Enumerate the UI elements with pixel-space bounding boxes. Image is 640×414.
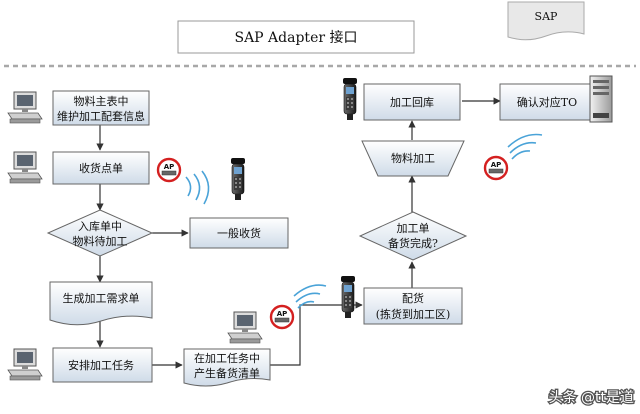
picking-box (363, 287, 463, 325)
access-point-icon: AP (269, 304, 295, 330)
picking-line1: 配货 (402, 291, 424, 305)
computer-icon (7, 151, 43, 184)
maintain-master-line2: 维护加工配套信息 (57, 109, 145, 123)
access-point-icon: AP (483, 155, 509, 181)
picking-line2: (拣货到加工区) (376, 307, 451, 321)
general-receipt-label: 一般收货 (217, 226, 261, 240)
generate-request-doc (49, 281, 153, 326)
wireless-waves (185, 133, 543, 309)
return-warehouse-box (363, 83, 461, 121)
material-processing-shape (361, 140, 465, 177)
decision-ready-line1: 加工单 (397, 222, 430, 235)
computer-icon (7, 91, 43, 124)
decision-processing-line2: 物料待加工 (73, 234, 128, 248)
server-icon (589, 75, 613, 123)
access-point-icon: AP (156, 157, 182, 183)
general-receipt-box (189, 217, 289, 249)
scanner-icon (340, 275, 356, 319)
scanner-icon (230, 157, 246, 201)
ap-label: AP (491, 161, 502, 169)
pick-list-doc (183, 348, 271, 387)
generate-request-label: 生成加工需求单 (63, 291, 140, 305)
header-title: SAP Adapter 接口 (234, 29, 357, 46)
ap-label: AP (277, 310, 288, 318)
schedule-task-box (52, 347, 153, 383)
computer-icon (7, 348, 43, 381)
receive-count-label: 收货点单 (79, 161, 123, 175)
left-connectors (96, 125, 363, 369)
pick-list-line1: 在加工任务中 (194, 352, 260, 365)
decision-ready (358, 211, 468, 261)
sap-document-icon (507, 1, 585, 41)
maintain-master-line1: 物料主表中 (74, 94, 129, 108)
decision-ready-line2: 备货完成? (388, 236, 438, 250)
confirm-to-label: 确认对应TO (517, 95, 577, 109)
sap-tag: SAP (535, 10, 558, 23)
pick-list-line2: 产生备货清单 (194, 366, 260, 380)
decision-processing (46, 209, 154, 257)
schedule-task-label: 安排加工任务 (68, 358, 134, 372)
return-warehouse-label: 加工回库 (390, 96, 434, 109)
right-connectors (408, 97, 501, 305)
header-box (177, 20, 415, 54)
ap-label: AP (164, 163, 175, 171)
maintain-master-box (52, 90, 150, 126)
watermark: 头条 @tt是道 (549, 389, 634, 406)
computer-icon (227, 311, 263, 344)
scanner-icon (342, 77, 358, 121)
decision-processing-line1: 入库单中 (78, 220, 122, 233)
receive-count-box (52, 151, 150, 185)
material-processing-label: 物料加工 (391, 151, 435, 165)
confirm-to-box (499, 83, 595, 121)
